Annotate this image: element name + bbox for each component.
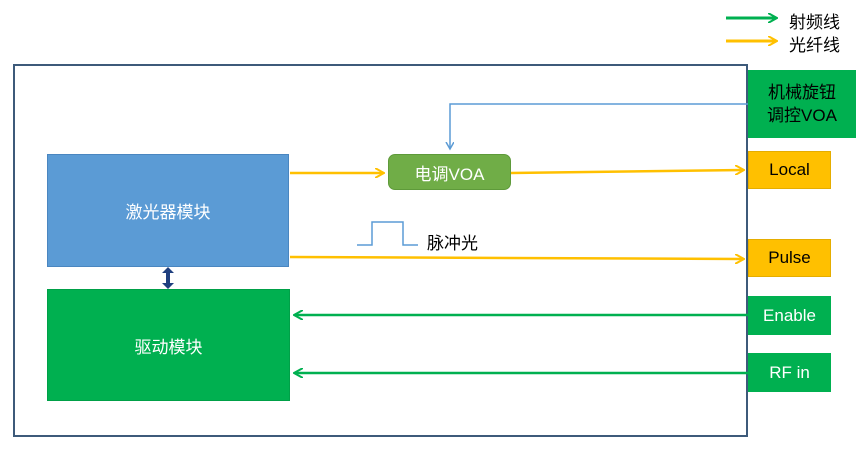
port-pulse-label: Pulse <box>768 248 811 267</box>
electronic-voa: 电调VOA <box>388 154 511 190</box>
port-local-label: Local <box>769 160 810 179</box>
driver-module: 驱动模块 <box>47 289 290 401</box>
port-rf-in: RF in <box>748 353 831 392</box>
pulse-light-label: 脉冲光 <box>427 234 478 253</box>
port-pulse: Pulse <box>748 239 831 277</box>
fiber-laser-to-pulse <box>289 257 743 259</box>
port-enable-label: Enable <box>763 305 816 325</box>
port-enable: Enable <box>748 296 831 335</box>
knob-control-line <box>450 103 748 149</box>
voa-label: 电调VOA <box>414 164 485 184</box>
fiber-voa-to-local <box>510 170 743 173</box>
knob-label-line2: 调控VOA <box>767 106 837 125</box>
port-rf-in-label: RF in <box>769 362 810 382</box>
pulse-waveform-icon <box>357 221 418 246</box>
laser-module-label: 激光器模块 <box>125 203 211 222</box>
port-local: Local <box>748 151 831 189</box>
bidirectional-link-arrow <box>162 267 174 289</box>
knob-label-line1: 机械旋钮 <box>768 83 836 102</box>
legend-rf-label: 射频线 <box>789 13 840 32</box>
legend-fiber-label: 光纤线 <box>789 36 840 55</box>
mechanical-knob-voa: 机械旋钮 调控VOA <box>748 70 856 138</box>
laser-module: 激光器模块 <box>47 154 289 267</box>
driver-module-label: 驱动模块 <box>134 337 203 357</box>
